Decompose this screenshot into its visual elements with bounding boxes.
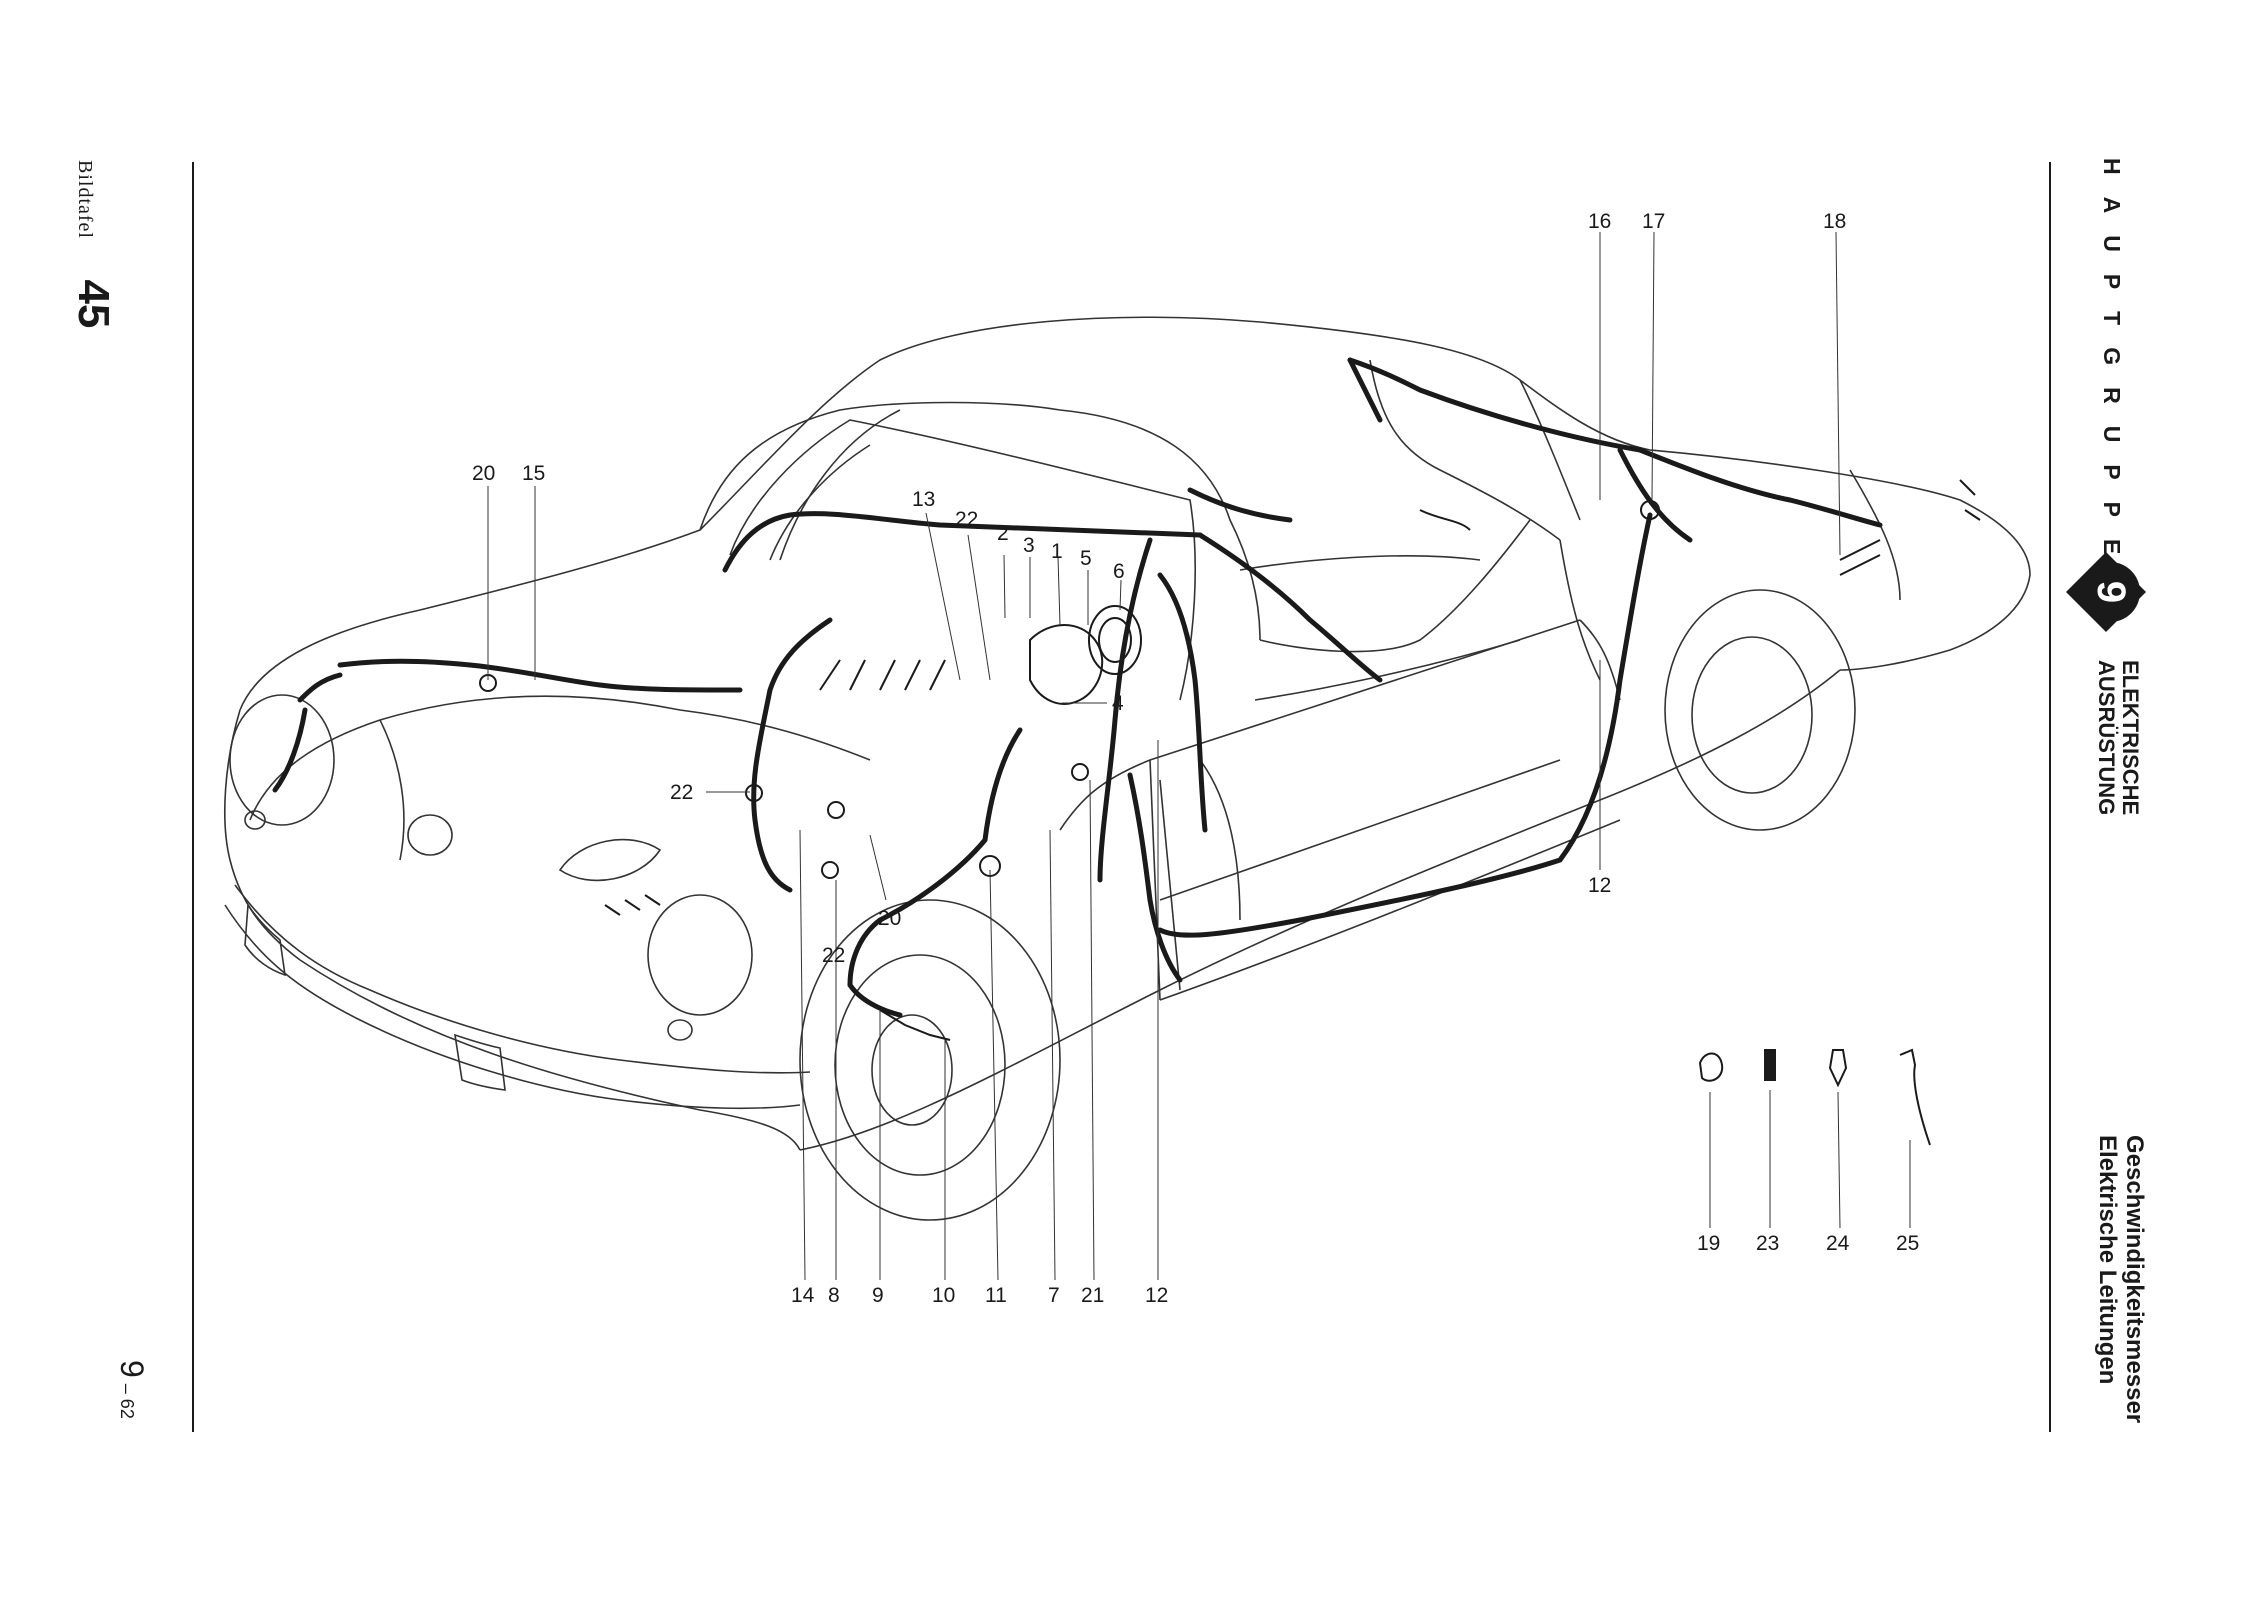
callout-3: 3 bbox=[1023, 534, 1035, 557]
callouts: 20 15 13 22 2 3 1 5 6 4 22 20 22 16 17 1… bbox=[472, 210, 1919, 1307]
callout-9: 9 bbox=[872, 1284, 884, 1307]
grommet-17 bbox=[1640, 500, 1660, 520]
callout-6: 6 bbox=[1113, 560, 1125, 583]
fuse-terminals bbox=[819, 659, 946, 691]
part-23-shape bbox=[1764, 1049, 1776, 1081]
callout-20b: 20 bbox=[878, 907, 901, 930]
callout-4: 4 bbox=[1112, 692, 1124, 715]
callout-18: 18 bbox=[1823, 210, 1846, 233]
callout-25: 25 bbox=[1896, 1232, 1919, 1255]
callout-11: 11 bbox=[985, 1284, 1007, 1307]
callout-14: 14 bbox=[791, 1284, 815, 1307]
speedometer-body bbox=[1029, 624, 1104, 705]
grommet-21 bbox=[1071, 763, 1089, 781]
callout-10: 10 bbox=[932, 1284, 955, 1307]
badge-circle-shape bbox=[2080, 562, 2140, 622]
part-25-shape bbox=[1899, 1048, 1931, 1146]
callout-12a: 12 bbox=[1588, 874, 1611, 897]
group-badge: 9 bbox=[2066, 552, 2146, 632]
callout-16: 16 bbox=[1588, 210, 1611, 233]
callout-21: 21 bbox=[1081, 1284, 1104, 1307]
callout-17: 17 bbox=[1642, 210, 1665, 233]
loose-parts bbox=[1698, 1048, 1931, 1146]
callout-22b: 22 bbox=[670, 781, 693, 804]
rear-ground-lead bbox=[1419, 509, 1471, 531]
grommet-22b bbox=[745, 784, 763, 802]
callout-8: 8 bbox=[828, 1284, 840, 1307]
wiring-harness bbox=[272, 357, 1883, 1018]
group-number: 9 bbox=[2089, 581, 2133, 603]
grommet-20b bbox=[827, 801, 845, 819]
connectors bbox=[479, 479, 1981, 1041]
callout-7: 7 bbox=[1048, 1284, 1060, 1307]
callout-5: 5 bbox=[1080, 547, 1092, 570]
rear-terminals bbox=[1959, 479, 1981, 521]
speedometer-cable bbox=[879, 1009, 951, 1041]
callout-2: 2 bbox=[997, 522, 1009, 545]
callout-24: 24 bbox=[1826, 1232, 1850, 1255]
speedometer-bezel bbox=[1098, 617, 1132, 663]
callout-23: 23 bbox=[1756, 1232, 1779, 1255]
callout-22a: 22 bbox=[955, 508, 978, 531]
callout-22c: 22 bbox=[822, 944, 845, 967]
rear-lamp-terminals bbox=[1839, 539, 1881, 576]
leader-lines bbox=[487, 231, 1911, 1281]
front-terminals bbox=[604, 894, 661, 916]
callout-1: 1 bbox=[1051, 540, 1063, 563]
grommet-22c bbox=[821, 861, 839, 879]
callout-13: 13 bbox=[912, 488, 935, 511]
callout-15: 15 bbox=[522, 462, 545, 485]
part-19-shape bbox=[1698, 1052, 1724, 1082]
callout-19: 19 bbox=[1697, 1232, 1720, 1255]
car-body-outline bbox=[224, 316, 2031, 1221]
callout-20a: 20 bbox=[472, 462, 495, 485]
callout-12b: 12 bbox=[1145, 1284, 1168, 1307]
part-24-shape bbox=[1828, 1049, 1848, 1088]
speedometer-face bbox=[1088, 605, 1142, 675]
